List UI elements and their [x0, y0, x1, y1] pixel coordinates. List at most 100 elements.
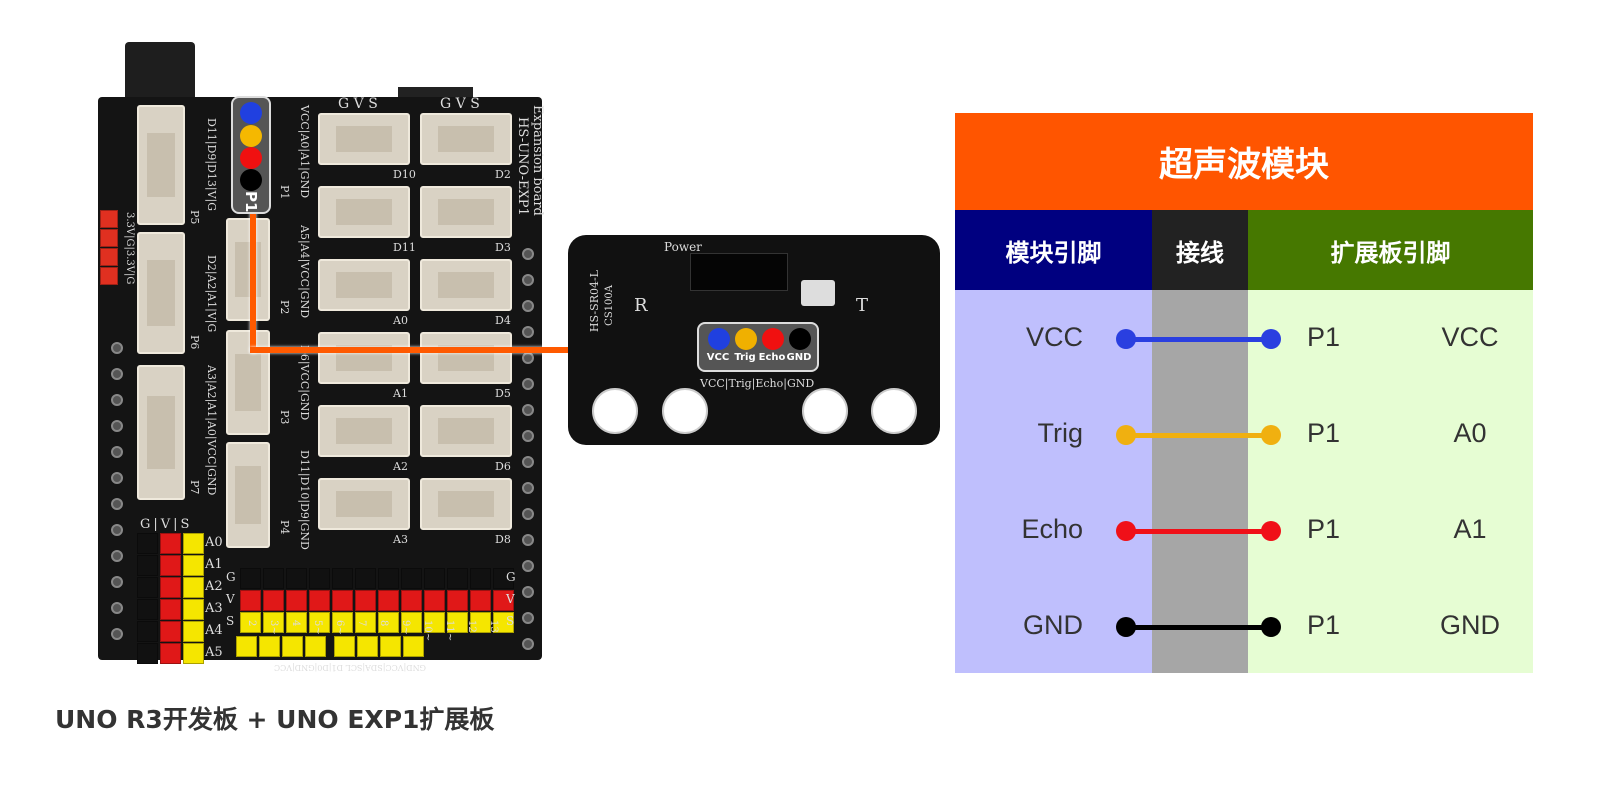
port-p2[interactable]: [226, 218, 270, 321]
header-pin: [183, 555, 204, 576]
connector-label: A2: [393, 460, 408, 473]
vcc-dot: [708, 328, 730, 350]
header-pin: [137, 533, 158, 554]
header-pin: [424, 568, 445, 589]
arduino-pin: [522, 300, 534, 312]
wire-end-dot: [1261, 521, 1281, 541]
wire-line: [1126, 625, 1271, 630]
p3-label: P3: [278, 410, 291, 425]
wire-end-dot: [1261, 329, 1281, 349]
header-pin: [160, 533, 181, 554]
right-header-row-label: V: [226, 592, 235, 606]
port-p3[interactable]: [226, 330, 270, 435]
connector-d5[interactable]: [420, 332, 512, 384]
connector-d6[interactable]: [420, 405, 512, 457]
p7-label: P7: [188, 480, 201, 495]
left-header-row-label: A3: [205, 601, 223, 616]
board-pin: VCC: [1441, 322, 1499, 352]
pins-silk: VCC|Trig|Echo|GND: [700, 377, 815, 390]
p6-pin-label: D2|A2|A1|V|G: [205, 255, 218, 333]
header-pin: [263, 568, 284, 589]
port-p6[interactable]: [137, 232, 185, 354]
header-pin: [137, 621, 158, 642]
header-pin: [183, 533, 204, 554]
connector-d8[interactable]: [420, 478, 512, 530]
left-header-cols: G|V|S: [140, 517, 193, 532]
header-pin: [332, 590, 353, 611]
wire-vertical: [250, 210, 256, 353]
arduino-pin: [111, 368, 123, 380]
board-port: P1: [1307, 322, 1341, 352]
left-header-row-label: A0: [205, 535, 223, 550]
arduino-pin: [522, 430, 534, 442]
right-header-row-label: G: [506, 570, 516, 584]
digital-pin-label: 2: [246, 620, 257, 627]
p3-pin-label: D6|VCC|GND: [298, 345, 311, 421]
connector-d11[interactable]: [318, 186, 410, 238]
header-pin: [355, 568, 376, 589]
arduino-pin: [111, 628, 123, 640]
digital-pin-label: 12: [466, 620, 477, 633]
port-p5[interactable]: [137, 105, 185, 225]
header-pin: [355, 612, 376, 633]
connector-a1[interactable]: [318, 332, 410, 384]
header-pin: [493, 568, 514, 589]
echo-dot: [762, 328, 784, 350]
digital-pin-label: 11~: [444, 620, 455, 642]
header-pin: [470, 568, 491, 589]
connector-label: D11: [393, 241, 416, 254]
right-header: [240, 568, 515, 633]
arduino-pin: [111, 342, 123, 354]
left-header-row-label: A2: [205, 579, 223, 594]
wire-end-dot: [1261, 425, 1281, 445]
connector-a2[interactable]: [318, 405, 410, 457]
power-label: 3.3V|G|3.3V|G: [124, 212, 135, 285]
digital-pin-label: 9~: [400, 620, 411, 635]
echo-dot: [240, 147, 262, 169]
board-pin-column: [1248, 290, 1533, 673]
arduino-pin: [522, 482, 534, 494]
connector-label: D5: [495, 387, 511, 400]
header-pin: [183, 643, 204, 664]
board-pin: A1: [1453, 514, 1487, 544]
gnd-dot: [240, 169, 262, 191]
wire-end-dot: [1261, 617, 1281, 637]
p1-label: P1: [278, 185, 291, 200]
right-header-row-label: G: [226, 570, 236, 584]
header-pin: [332, 568, 353, 589]
digital-pin-label: 7: [356, 620, 367, 627]
arduino-pin: [111, 498, 123, 510]
p1-pin-tag: P1: [231, 96, 271, 214]
right-header-row-label: S: [506, 614, 515, 628]
arduino-pin: [111, 394, 123, 406]
connector-label: D4: [495, 314, 511, 327]
connector-a3[interactable]: [318, 478, 410, 530]
board-pin: A0: [1453, 418, 1487, 448]
arduino-pin: [522, 274, 534, 286]
p2-pin-label: A5|A4|VCC|GND: [298, 225, 311, 319]
mount-hole: [592, 388, 638, 434]
module-pin-label: Echo: [758, 352, 786, 363]
module-pin: VCC: [1025, 322, 1083, 352]
module-pin-label: GND: [786, 352, 812, 363]
header-pin: [160, 643, 181, 664]
header-pin: [447, 612, 468, 633]
board-port: P1: [1307, 514, 1341, 544]
connector-d3[interactable]: [420, 186, 512, 238]
connector-d10[interactable]: [318, 113, 410, 165]
model-silk: HS-SR04-L: [588, 270, 601, 333]
right-header-row-label: V: [506, 592, 515, 606]
connector-d4[interactable]: [420, 259, 512, 311]
port-p4[interactable]: [226, 442, 270, 548]
port-p7[interactable]: [137, 365, 185, 500]
left-header-row-label: A5: [205, 645, 223, 660]
table-title: 超声波模块: [955, 113, 1533, 210]
arduino-pin: [111, 446, 123, 458]
connector-a0[interactable]: [318, 259, 410, 311]
gnd-dot: [789, 328, 811, 350]
gvs-label-2: G V S: [440, 96, 480, 112]
arduino-pin: [111, 576, 123, 588]
header-pin: [447, 568, 468, 589]
header-pin: [447, 590, 468, 611]
connector-d2[interactable]: [420, 113, 512, 165]
